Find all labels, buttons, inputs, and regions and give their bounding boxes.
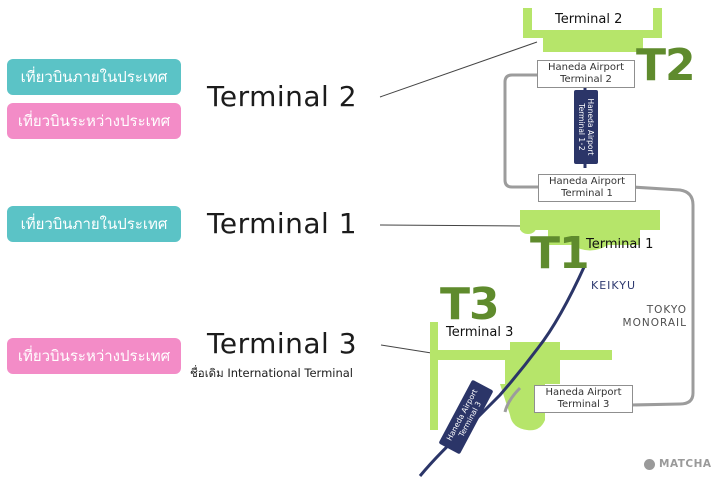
terminal-2-building — [523, 8, 662, 52]
station-line-1: Haneda Airport — [547, 62, 625, 73]
station-line-1: Haneda Airport — [586, 98, 595, 156]
keikyu-line — [418, 264, 587, 477]
map-terminal-2-name: Terminal 2 — [555, 12, 623, 27]
monorail-station-terminal-2: Haneda Airport Terminal 2 — [537, 60, 635, 88]
station-line-1: Haneda Airport — [545, 387, 622, 398]
matcha-logo-icon — [644, 458, 655, 470]
domestic-flights-badge-t2: เที่ยวบินภายในประเทศ — [7, 59, 181, 95]
station-line-2: Terminal 1･2 — [577, 103, 586, 151]
station-line-2: Terminal 1 — [561, 188, 613, 199]
keikyu-line-gray — [503, 386, 522, 413]
monorail-label-line-2: MONORAIL — [622, 317, 687, 329]
monorail-station-terminal-1: Haneda Airport Terminal 1 — [538, 174, 636, 202]
matcha-logo-text: MATCHA — [659, 458, 712, 470]
station-line-2: Terminal 3 — [557, 399, 610, 410]
terminal-3-former-name: ชื่อเดิม International Terminal — [190, 366, 353, 380]
monorail-station-terminal-3: Haneda Airport Terminal 3 — [534, 385, 633, 413]
station-line-2: Terminal 2 — [560, 74, 612, 85]
matcha-logo: MATCHA — [644, 458, 712, 470]
map-terminal-3-name: Terminal 3 — [446, 325, 514, 340]
t1-badge: T1 — [530, 228, 590, 279]
monorail-line — [503, 73, 695, 407]
terminal-3-parking — [500, 384, 545, 431]
keikyu-station-terminal-1-2: Haneda Airport Terminal 1･2 — [574, 90, 598, 164]
monorail-line-label: TOKYO MONORAIL — [614, 304, 687, 330]
map-terminal-1-name: Terminal 1 — [586, 237, 654, 252]
station-line-1: Haneda Airport — [548, 176, 626, 187]
pointer-line-t1 — [379, 224, 524, 227]
terminal-2-label: Terminal 2 — [207, 80, 358, 113]
international-flights-badge-t3: เที่ยวบินระหว่างประเทศ — [7, 338, 181, 374]
domestic-flights-badge-t1: เที่ยวบินภายในประเทศ — [7, 206, 181, 242]
terminal-3-pier — [430, 322, 438, 430]
monorail-label-line-1: TOKYO — [646, 304, 687, 316]
keikyu-line-label: KEIKYU — [591, 279, 636, 292]
t2-badge: T2 — [636, 40, 696, 91]
terminal-3-label: Terminal 3 — [207, 327, 358, 360]
international-flights-badge-t2: เที่ยวบินระหว่างประเทศ — [7, 103, 181, 139]
t3-badge: T3 — [440, 279, 500, 330]
terminal-1-building — [520, 210, 660, 251]
terminal-1-label: Terminal 1 — [207, 207, 358, 240]
terminal-1-tip — [520, 222, 536, 234]
pointer-line-t2 — [379, 41, 538, 98]
